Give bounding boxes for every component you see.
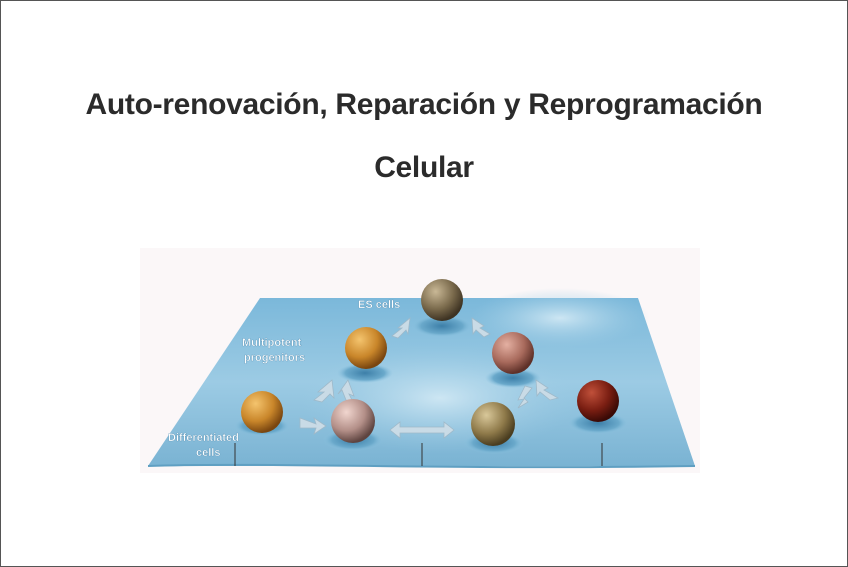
- waddington-landscape-figure: ES cells Multipotent progenitors Differe…: [140, 248, 700, 473]
- arrow-right-to-red: [535, 379, 560, 401]
- ball-differentiated-red: [577, 380, 619, 422]
- ball-differentiated-khaki: [471, 402, 515, 446]
- arrow-left-to-pink: [299, 417, 327, 435]
- ball-differentiated-left: [241, 391, 283, 433]
- label-differentiated-line1: Differentiated: [168, 432, 239, 444]
- ball-right-progenitor: [492, 332, 534, 374]
- slide-title-line1: Auto-renovación, Reparación y Reprograma…: [85, 88, 763, 121]
- arrow-bidirectional: [389, 421, 455, 439]
- well-diff-red: [568, 412, 628, 434]
- label-multipotent-line1: Multipotent: [242, 337, 302, 349]
- well-multipotent: [337, 363, 393, 383]
- ball-differentiated-pink: [331, 399, 375, 443]
- slide-title-line2: Celular: [374, 151, 474, 184]
- label-differentiated-line2: cells: [196, 447, 220, 459]
- label-multipotent-line2: progenitors: [244, 352, 305, 364]
- arrow-es-to-multipotent: [391, 317, 411, 339]
- arrow-multipotent-to-left: [313, 379, 335, 403]
- well-es: [412, 315, 472, 337]
- well-right-progenitor: [485, 368, 541, 388]
- ball-es-cell: [421, 279, 463, 321]
- back-ridge: [470, 288, 650, 348]
- ball-multipotent-progenitor: [345, 327, 387, 369]
- landscape-svg: ES cells Multipotent progenitors Differe…: [140, 248, 700, 473]
- landscape-edge: [147, 463, 696, 469]
- arrow-right-down: [517, 385, 533, 409]
- arrow-es-to-right: [471, 317, 491, 338]
- label-es-cells: ES cells: [358, 299, 400, 311]
